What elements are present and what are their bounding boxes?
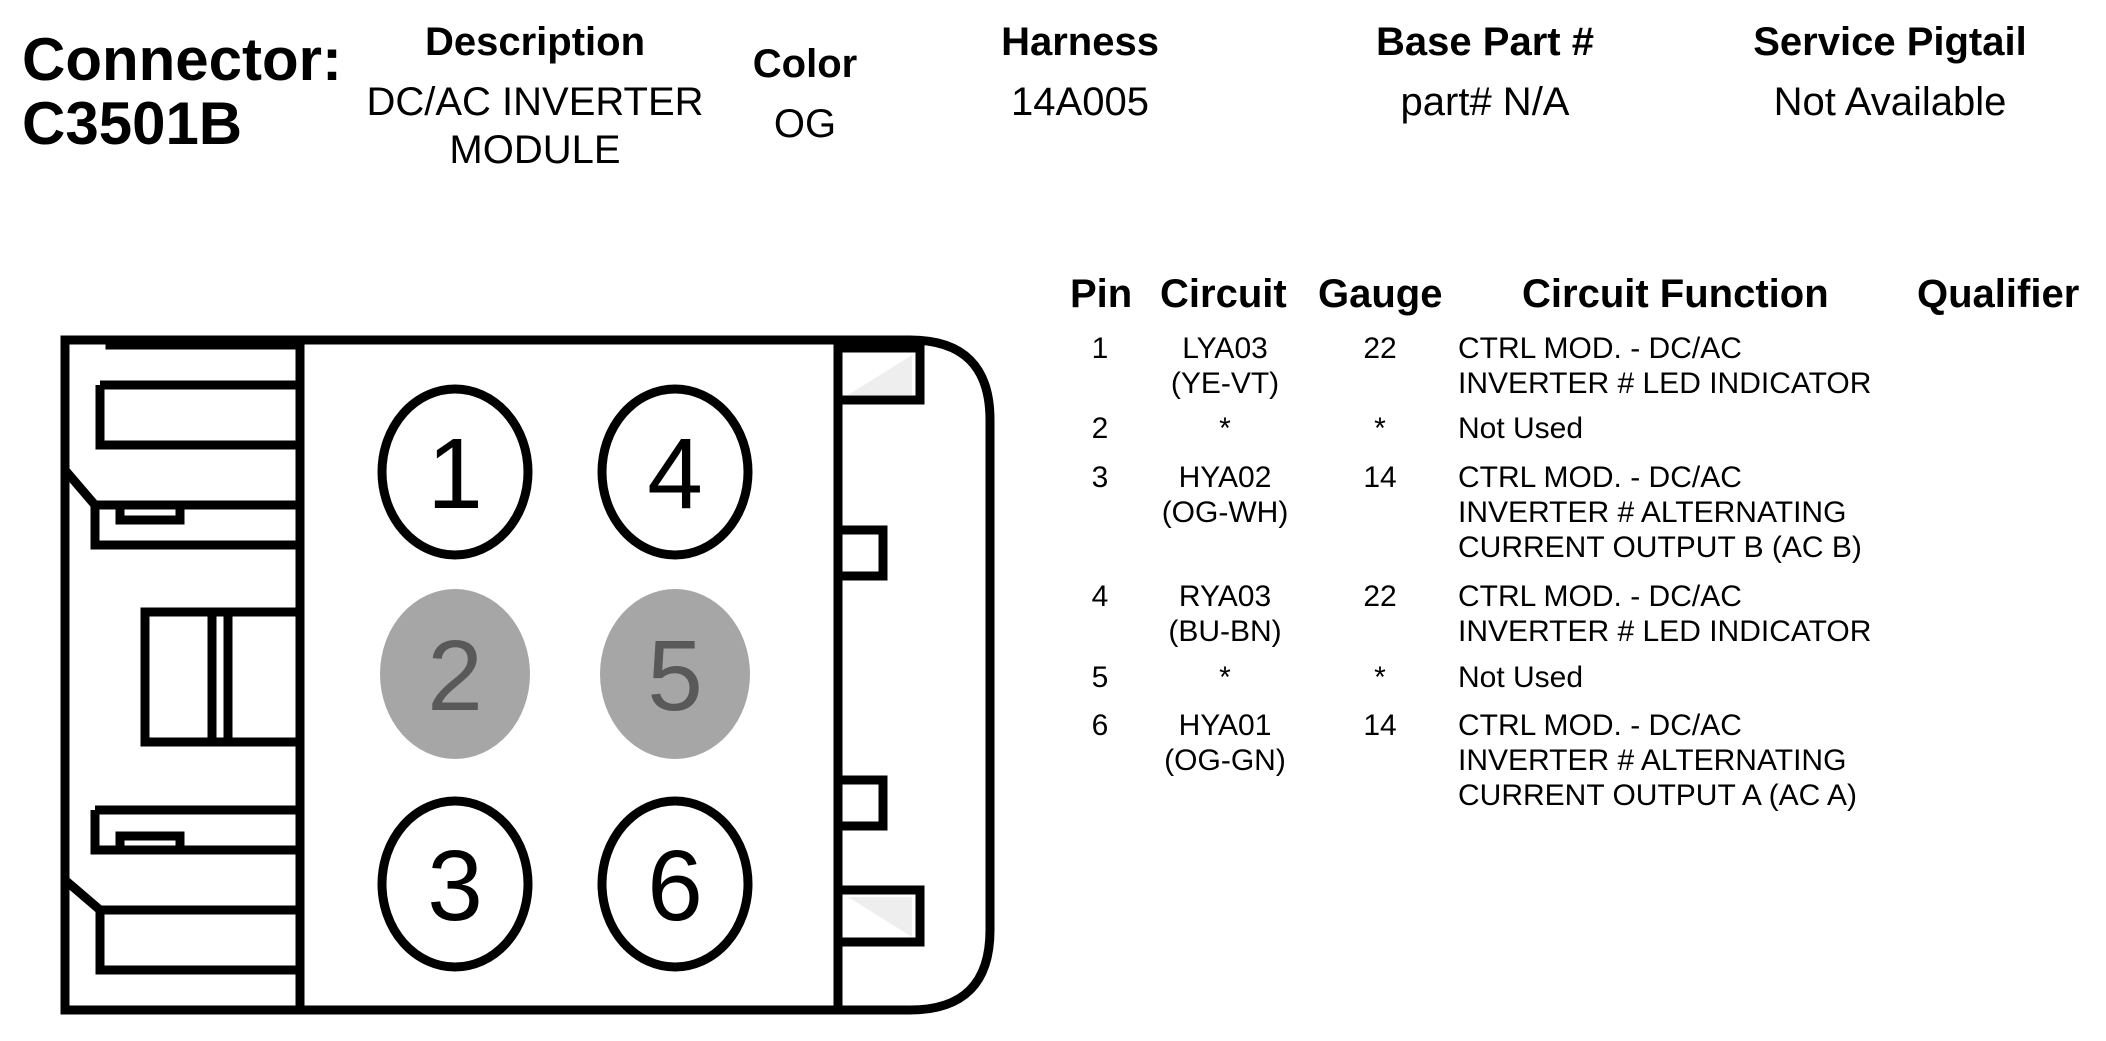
pin-label-6: 6 — [647, 830, 703, 942]
pin-label-2: 2 — [427, 620, 483, 732]
service-pigtail-value: Not Available — [1773, 80, 2007, 124]
description-line: DC/AC INVERTER — [366, 80, 704, 124]
circuit-color: (OG-GN) — [1164, 744, 1286, 777]
function-line: CTRL MOD. - DC/AC — [1458, 332, 1742, 365]
function-line: Not Used — [1458, 412, 1584, 445]
function-line: INVERTER # LED INDICATOR — [1458, 367, 1872, 400]
circuit-code: HYA02 — [1178, 461, 1272, 494]
row-3-circuit: HYA02 (OG-WH) — [1150, 460, 1300, 530]
row-4-gauge: 22 — [1363, 580, 1397, 613]
description-line: MODULE — [449, 128, 621, 172]
pin-cavity-3 — [377, 796, 533, 972]
row-6-function: CTRL MOD. - DC/AC INVERTER # ALTERNATING… — [1458, 708, 1857, 813]
row-6-pin: 6 — [1091, 709, 1109, 742]
circuit-code: * — [1219, 412, 1231, 445]
description-value: DC/AC INVERTER MODULE — [335, 78, 735, 174]
row-1-function: CTRL MOD. - DC/AC INVERTER # LED INDICAT… — [1458, 331, 1871, 401]
row-3-gauge: 14 — [1363, 461, 1397, 494]
row-6-circuit: HYA01 (OG-GN) — [1150, 708, 1300, 778]
rail-tab-upper — [833, 525, 888, 581]
connector-diagram: 1 4 2 5 3 6 — [60, 335, 995, 1015]
connector-title: Connector: C3501B — [22, 28, 342, 156]
function-line: INVERTER # LED INDICATOR — [1458, 615, 1872, 648]
row-2-circuit: * — [1150, 411, 1300, 446]
row-1-gauge: 22 — [1363, 332, 1397, 365]
connector-id: C3501B — [22, 90, 243, 157]
function-line: CURRENT OUTPUT A (AC A) — [1458, 779, 1857, 812]
row-2-function: Not Used — [1458, 411, 1583, 446]
row-1-circuit: LYA03 (YE-VT) — [1150, 331, 1300, 401]
function-line: INVERTER # ALTERNATING — [1458, 496, 1847, 529]
connector-label: Connector: — [22, 26, 342, 93]
row-5-gauge: * — [1374, 661, 1386, 694]
latch-top-left — [61, 335, 300, 550]
latch-bottom-left — [62, 805, 300, 975]
harness-heading: Harness — [1001, 20, 1159, 64]
circuit-code: LYA03 — [1182, 332, 1268, 365]
col-header-circuit-function: Circuit Function — [1522, 272, 1829, 316]
circuit-code: RYA03 — [1178, 580, 1272, 613]
col-header-pin: Pin — [1070, 272, 1133, 316]
row-4-pin: 4 — [1091, 580, 1109, 613]
row-1-pin: 1 — [1091, 332, 1109, 365]
col-header-qualifier: Qualifier — [1917, 272, 2080, 316]
row-4-circuit: RYA03 (BU-BN) — [1150, 579, 1300, 649]
pin-cavity-6 — [597, 796, 753, 972]
circuit-code: HYA01 — [1178, 709, 1272, 742]
pin-label-4: 4 — [647, 418, 703, 530]
function-line: CTRL MOD. - DC/AC — [1458, 461, 1742, 494]
row-6-gauge: 14 — [1363, 709, 1397, 742]
row-5-function: Not Used — [1458, 660, 1583, 695]
color-value: OG — [773, 102, 837, 146]
base-part-heading: Base Part # — [1376, 20, 1594, 64]
base-part-value: part# N/A — [1400, 80, 1570, 124]
pin-label-3: 3 — [427, 830, 483, 942]
function-line: CTRL MOD. - DC/AC — [1458, 580, 1742, 613]
col-header-circuit: Circuit — [1160, 272, 1287, 316]
circuit-color: (BU-BN) — [1168, 615, 1282, 648]
pin-label-5: 5 — [647, 620, 703, 732]
service-pigtail-heading: Service Pigtail — [1753, 20, 2027, 64]
function-line: INVERTER # ALTERNATING — [1458, 744, 1847, 777]
row-5-circuit: * — [1150, 660, 1300, 695]
function-line: CURRENT OUTPUT B (AC B) — [1458, 531, 1862, 564]
rail-tab-lower — [833, 775, 888, 831]
function-line: Not Used — [1458, 661, 1584, 694]
col-header-gauge: Gauge — [1318, 272, 1443, 316]
description-heading: Description — [424, 20, 646, 64]
pin-cavity-5 — [600, 589, 750, 759]
circuit-color: (YE-VT) — [1170, 367, 1280, 400]
pin-cavity-1 — [377, 384, 533, 560]
row-2-gauge: * — [1374, 412, 1386, 445]
row-3-function: CTRL MOD. - DC/AC INVERTER # ALTERNATING… — [1458, 460, 1862, 565]
pin-cavity-2 — [380, 589, 530, 759]
row-5-pin: 5 — [1091, 661, 1109, 694]
row-2-pin: 2 — [1091, 412, 1109, 445]
row-4-function: CTRL MOD. - DC/AC INVERTER # LED INDICAT… — [1458, 579, 1871, 649]
pin-cavities: 1 4 2 5 3 6 — [377, 384, 753, 972]
circuit-color: (OG-WH) — [1161, 496, 1289, 529]
lock-tab — [140, 607, 305, 747]
pin-label-1: 1 — [427, 418, 483, 530]
color-heading: Color — [752, 42, 858, 86]
function-line: CTRL MOD. - DC/AC — [1458, 709, 1742, 742]
harness-value: 14A005 — [1011, 80, 1149, 124]
circuit-code: * — [1219, 661, 1231, 694]
pin-cavity-4 — [597, 384, 753, 560]
row-3-pin: 3 — [1091, 461, 1109, 494]
